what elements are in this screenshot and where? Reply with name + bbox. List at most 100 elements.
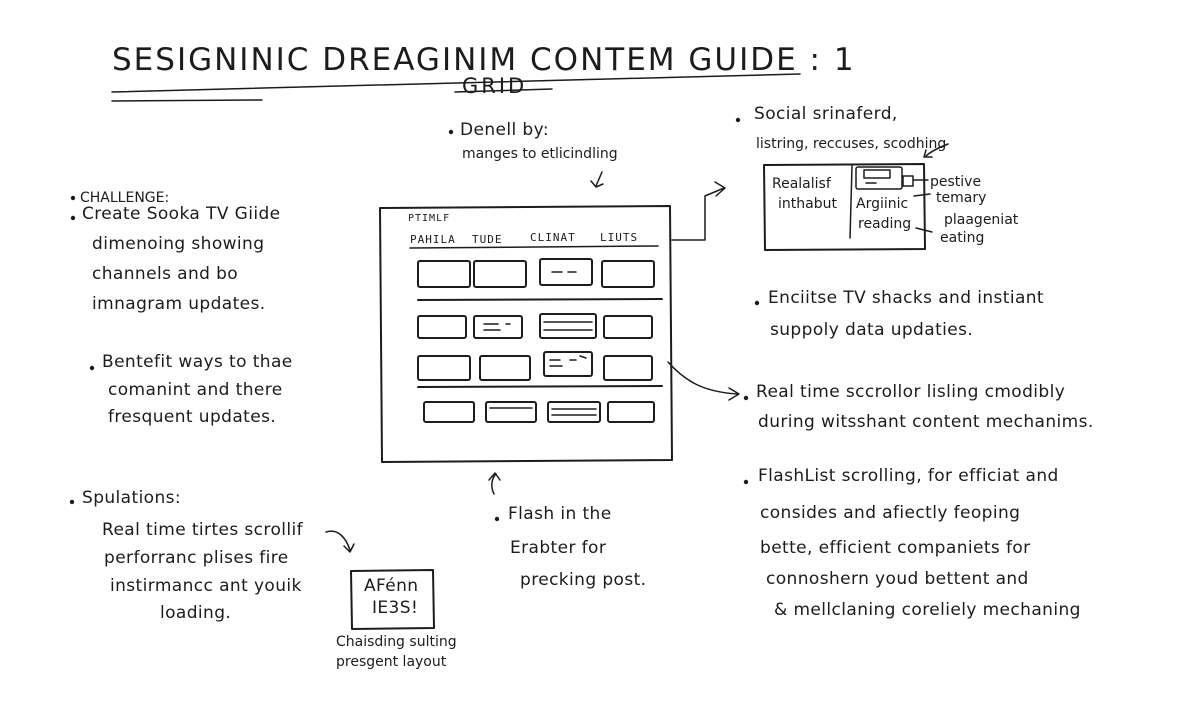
- grid-tile-mark: [483, 323, 511, 331]
- social-card-connector: [913, 179, 933, 233]
- social-line: listring, reccuses, scodhing: [756, 136, 947, 152]
- social-line: Social srinaferd,: [754, 104, 898, 124]
- flashlist-line: consides and afiectly feoping: [760, 503, 1021, 523]
- card-mid-line: Argiinic: [856, 196, 909, 212]
- social-card: [763, 163, 926, 251]
- spulations-line: loading.: [160, 603, 232, 623]
- page-subtitle: GRID: [462, 74, 528, 98]
- social-card-divider: [849, 165, 853, 239]
- bullet-enciitse: [754, 300, 760, 306]
- flash-line: Erabter for: [510, 538, 607, 558]
- grid-tab: CLINAT: [530, 231, 576, 244]
- social-card-button: [902, 175, 914, 187]
- spulations-line: Real time tirtes scrollif: [102, 520, 304, 540]
- enciitse-line: Enciitse TV shacks and instiant: [768, 288, 1044, 308]
- challenge-line: channels and bo: [92, 264, 239, 284]
- social-card-screen-inner: [863, 169, 891, 179]
- bullet-realtime: [743, 395, 749, 401]
- grid-tile-mark: [549, 355, 587, 367]
- grid-tile: [601, 260, 655, 288]
- stamp-caption-line: Chaisding sulting: [336, 634, 457, 650]
- challenge-line: Create Sooka TV Giide: [82, 204, 281, 224]
- grid-divider-1: [417, 298, 663, 301]
- grid-tile: [485, 401, 537, 423]
- denell-line: Denell by:: [460, 120, 549, 140]
- stamp-box: [350, 569, 435, 630]
- arrowhead-card: [714, 181, 726, 197]
- page-title: SESIGNINIC DREAGINIM CONTEM GUIDE : 1: [112, 42, 856, 78]
- card-left-line: Realalisf: [772, 176, 831, 192]
- flashlist-line: bette, efficient companiets for: [760, 538, 1031, 558]
- grid-tile: [417, 315, 467, 339]
- flash-line: precking post.: [520, 570, 647, 590]
- bullet-benefit: [89, 365, 95, 371]
- grid-tile: [547, 401, 601, 423]
- card-side-line: temary: [936, 190, 987, 206]
- grid-tile: [543, 351, 593, 377]
- flash-line: Flash in the: [508, 504, 612, 524]
- title-underline: [111, 73, 801, 93]
- spulations-line: perforranc plises fire: [104, 548, 289, 568]
- card-left-line: inthabut: [778, 196, 837, 212]
- bullet-flashlist: [743, 479, 749, 485]
- grid-divider-2: [417, 385, 663, 388]
- challenge-label: CHALLENGE:: [80, 190, 170, 206]
- grid-tile: [479, 355, 531, 381]
- grid-tile: [473, 260, 527, 288]
- realtime-line: Real time sccrollor lisling cmodibly: [756, 382, 1066, 402]
- challenge-line: dimenoing showing: [92, 234, 265, 254]
- benefit-line: Bentefit ways to thae: [102, 352, 293, 372]
- grid-tile: [607, 401, 655, 423]
- scodhing-arrow: [925, 143, 949, 157]
- flashlist-line: connoshern youd bettent and: [766, 569, 1029, 589]
- grid-tile-mark: [551, 408, 597, 416]
- grid-tile: [423, 401, 475, 423]
- spulations-line: instirmancc ant youik: [110, 576, 302, 596]
- arrow-flash-up: [491, 473, 497, 495]
- card-side-line: eating: [940, 230, 985, 246]
- title-underline-short: [111, 99, 263, 102]
- denell-line: manges to etlicindling: [462, 146, 618, 162]
- grid-tile: [417, 355, 471, 381]
- enciitse-line: suppoly data updaties.: [770, 320, 974, 340]
- challenge-line: imnagram updates.: [92, 294, 266, 314]
- grid-tab: LIUTS: [600, 231, 639, 244]
- card-side-line: plaageniat: [944, 212, 1019, 228]
- bullet-social: [735, 117, 741, 123]
- grid-tile: [603, 315, 653, 339]
- arrowhead-denell: [590, 180, 604, 188]
- arrow-spulations-to-stamp: [325, 530, 351, 551]
- grid-tile: [539, 258, 593, 286]
- arrow-denell-down: [595, 171, 603, 187]
- card-side-line: pestive: [930, 174, 982, 190]
- grid-frame: [379, 205, 673, 463]
- bullet-denell: [448, 129, 454, 135]
- grid-tile: [539, 313, 597, 339]
- bullet-flash: [494, 516, 500, 522]
- arrowhead-realtime: [728, 387, 740, 401]
- scodhing-arrowhead: [923, 149, 933, 158]
- card-mid-line: reading: [858, 216, 912, 232]
- grid-tile: [417, 260, 471, 288]
- benefit-line: fresquent updates.: [108, 407, 277, 427]
- arrow-grid-to-realtime: [667, 361, 739, 395]
- grid-tile: [473, 315, 523, 339]
- subtitle-strike: [454, 88, 553, 93]
- stamp-caption-line: presgent layout: [336, 654, 447, 670]
- bullet-spulations: [69, 499, 75, 505]
- stamp-line: AFénn: [364, 576, 419, 596]
- benefit-line: comanint and there: [108, 380, 283, 400]
- grid-tile: [603, 355, 653, 381]
- flashlist-line: & mellclaning coreliely mechaning: [774, 600, 1081, 620]
- realtime-line: during witsshant content mechanims.: [758, 412, 1094, 432]
- grid-tab: TUDE: [472, 233, 503, 246]
- bullet-create: [70, 215, 76, 221]
- stamp-line: IE3S!: [372, 598, 419, 618]
- flashlist-line: FlashList scrolling, for efficiat and: [758, 466, 1059, 486]
- arrow-grid-to-card: [671, 187, 725, 241]
- bullet-challenge: [70, 195, 76, 201]
- arrowhead-stamp: [343, 543, 355, 553]
- social-card-screen: [855, 166, 903, 190]
